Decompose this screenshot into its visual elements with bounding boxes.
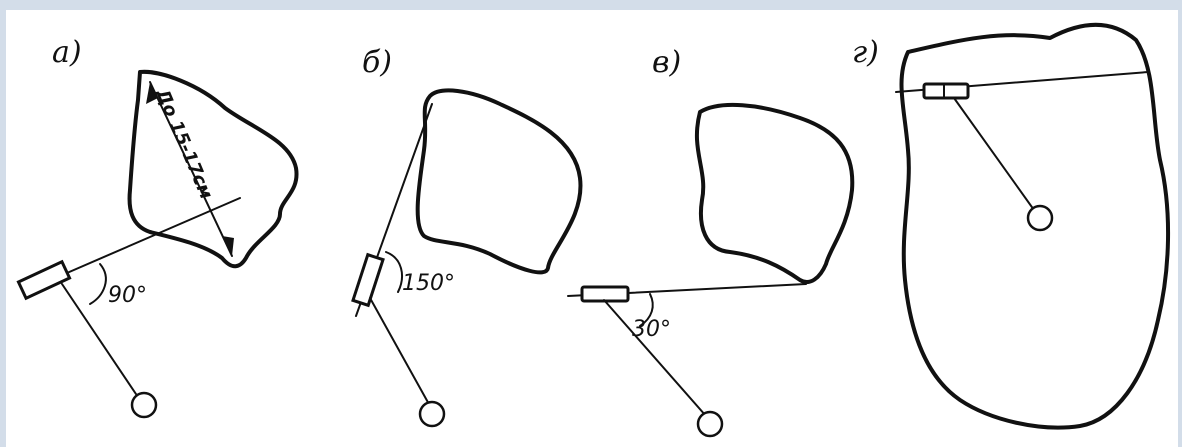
panel-b-probe <box>351 252 385 308</box>
figure-canvas <box>6 10 1178 447</box>
panel-c-probe <box>580 285 630 303</box>
panel-a-angle-arc <box>89 263 107 305</box>
panel-a-dimension-arrow <box>149 81 233 257</box>
panel-d-handle <box>953 97 1035 211</box>
panel-c-angle: 30° <box>632 317 671 342</box>
panel-a-pivot <box>130 391 158 419</box>
panel-b-angle-arc <box>385 251 403 293</box>
panel-c: в) 30° <box>567 45 855 438</box>
panel-a-dimension-label: До 15-17см <box>151 85 217 203</box>
panel-c-angle-arc <box>639 293 654 327</box>
panel-c-outline <box>694 102 855 284</box>
panel-b-angle: 150° <box>402 271 455 296</box>
panel-a-reach-line <box>59 197 241 277</box>
panel-a-angle: 90° <box>108 283 147 308</box>
panel-d: г) <box>852 22 1171 430</box>
panel-c-label: в) <box>652 45 681 80</box>
panel-b: б) 150° <box>351 45 583 428</box>
panel-a-handle <box>61 283 141 401</box>
panel-a-arrowhead-top <box>146 82 158 104</box>
panel-a-arrowhead-bottom <box>222 236 234 256</box>
panel-b-label: б) <box>362 45 392 80</box>
panel-d-label: г) <box>852 35 879 70</box>
panel-b-handle <box>369 297 431 407</box>
panel-c-handle <box>603 299 707 417</box>
panel-c-pivot <box>696 410 724 438</box>
panel-d-probe <box>922 82 970 100</box>
panel-b-outline <box>415 88 583 275</box>
panel-a-outline <box>127 69 299 269</box>
panel-b-pivot <box>418 400 446 428</box>
panel-a: а) До 15-17см 90° <box>16 35 299 419</box>
panel-a-label: а) <box>52 35 82 70</box>
panel-d-pivot <box>1026 204 1054 232</box>
panel-d-outline <box>899 22 1171 430</box>
panel-a-probe <box>16 259 72 301</box>
